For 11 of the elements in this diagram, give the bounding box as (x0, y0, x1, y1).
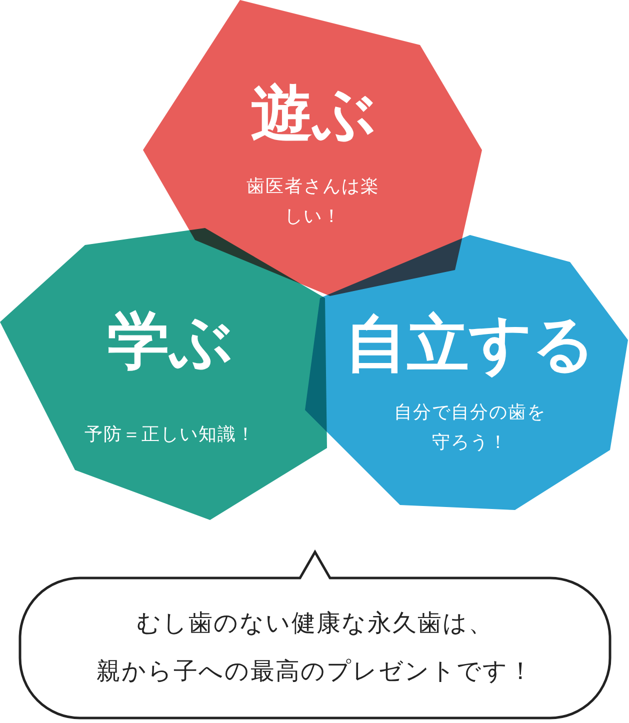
heading: 自立する (344, 313, 596, 375)
heading: 学ぶ (106, 310, 234, 372)
heading: 遊ぶ (250, 82, 376, 144)
speech-bubble (18, 550, 612, 720)
body-text: 歯医者さんは楽しい！ (246, 175, 380, 229)
body-text: 予防＝正しい知識！ (84, 423, 256, 447)
polygon-shape (0, 228, 328, 520)
polygon-shape (305, 235, 629, 511)
body-text: むし歯のない健康な永久歯は、親から子への最高のプレゼントです！ (96, 608, 534, 687)
polygon-shape (143, 0, 483, 296)
body-text: 自分で自分の歯を守ろう！ (393, 401, 547, 455)
